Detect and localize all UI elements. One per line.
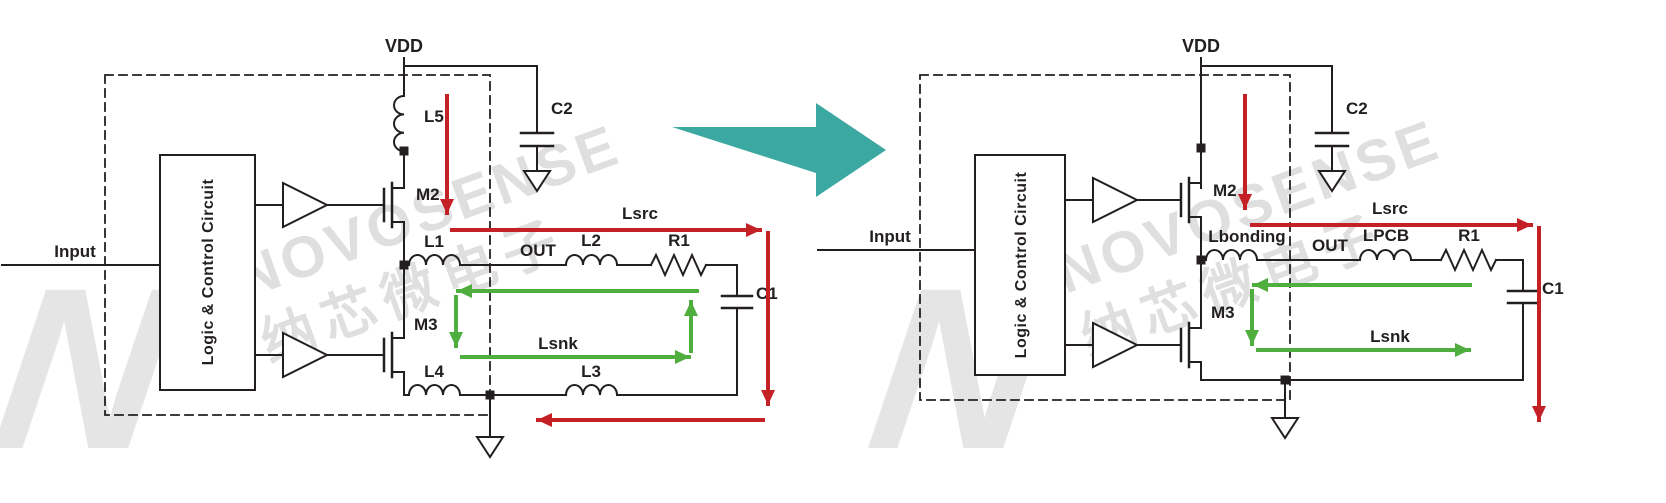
vdd-label: VDD <box>1182 36 1220 56</box>
l4-label: L4 <box>424 362 444 381</box>
gate-driver-buffer-top <box>282 181 330 229</box>
node-dot <box>1196 255 1206 265</box>
inductor-l2 <box>564 254 619 267</box>
source-current-path: Lsrc <box>1238 94 1546 422</box>
inductor-l1 <box>407 254 462 267</box>
lpcb-label: LPCB <box>1363 226 1409 245</box>
node-dot <box>399 260 409 270</box>
node-dot <box>399 146 409 156</box>
lsnk-label: Lsnk <box>538 334 578 353</box>
inductor-lpcb <box>1358 249 1413 262</box>
logic-control-box <box>974 154 1066 376</box>
resistor-r1 <box>649 252 708 278</box>
c2-label: C2 <box>551 99 573 118</box>
c1-label: C1 <box>1542 279 1564 298</box>
l5-label: L5 <box>424 107 444 126</box>
logic-control-label: Logic & Control Circuit <box>200 179 217 366</box>
ground-symbol <box>475 436 505 459</box>
gate-driver-buffer-top <box>1092 176 1140 224</box>
ground-symbol <box>1270 417 1300 440</box>
node-dot <box>1196 143 1206 153</box>
lbonding-label: Lbonding <box>1208 227 1285 246</box>
logic-control-label: Logic & Control Circuit <box>1013 172 1030 359</box>
source-current-path: Lsrc <box>440 94 775 427</box>
ground-symbol <box>1317 170 1347 193</box>
resistor-r1 <box>1439 247 1498 273</box>
node-dot <box>1280 375 1290 385</box>
watermark-left: N NOVOSENSE 纳芯微电子 <box>0 112 629 497</box>
sink-current-loop: Lsnk <box>449 284 699 364</box>
node-dot <box>485 390 495 400</box>
lsrc-label: Lsrc <box>622 204 658 223</box>
gate-driver-buffer-bottom <box>1092 321 1140 369</box>
inductor-l4 <box>407 384 462 397</box>
m2-label: M2 <box>1213 181 1237 200</box>
left-circuit: Input Logic & Control Circuit VDD L5 C2 … <box>1 36 778 459</box>
m2-label: M2 <box>416 185 440 204</box>
right-circuit: Input Logic & Control Circuit VDD C2 M2 <box>817 36 1564 440</box>
inductor-lbonding <box>1204 249 1259 262</box>
l3-label: L3 <box>581 362 601 381</box>
c2-label: C2 <box>1346 99 1368 118</box>
out-label: OUT <box>520 241 557 260</box>
input-label: Input <box>869 227 911 246</box>
ground-symbol <box>522 170 552 193</box>
r1-label: R1 <box>668 231 690 250</box>
sink-current-loop: Lsnk <box>1245 278 1472 357</box>
lsnk-label: Lsnk <box>1370 327 1410 346</box>
r1-label: R1 <box>1458 226 1480 245</box>
l1-label: L1 <box>424 232 444 251</box>
watermark-right: N NOVOSENSE 纳芯微电子 <box>857 107 1449 497</box>
lsrc-label: Lsrc <box>1372 199 1408 218</box>
out-label: OUT <box>1312 236 1349 255</box>
inductor-l5 <box>393 94 406 153</box>
chip-boundary <box>104 74 491 416</box>
input-label: Input <box>54 242 96 261</box>
vdd-label: VDD <box>385 36 423 56</box>
gate-driver-buffer-bottom <box>282 331 330 379</box>
logic-control-box <box>159 154 256 391</box>
inductor-l3 <box>564 384 619 397</box>
l2-label: L2 <box>581 231 601 250</box>
chip-boundary <box>919 74 1291 401</box>
m3-label: M3 <box>1211 303 1235 322</box>
m3-label: M3 <box>414 315 438 334</box>
transition-arrow <box>672 103 886 197</box>
